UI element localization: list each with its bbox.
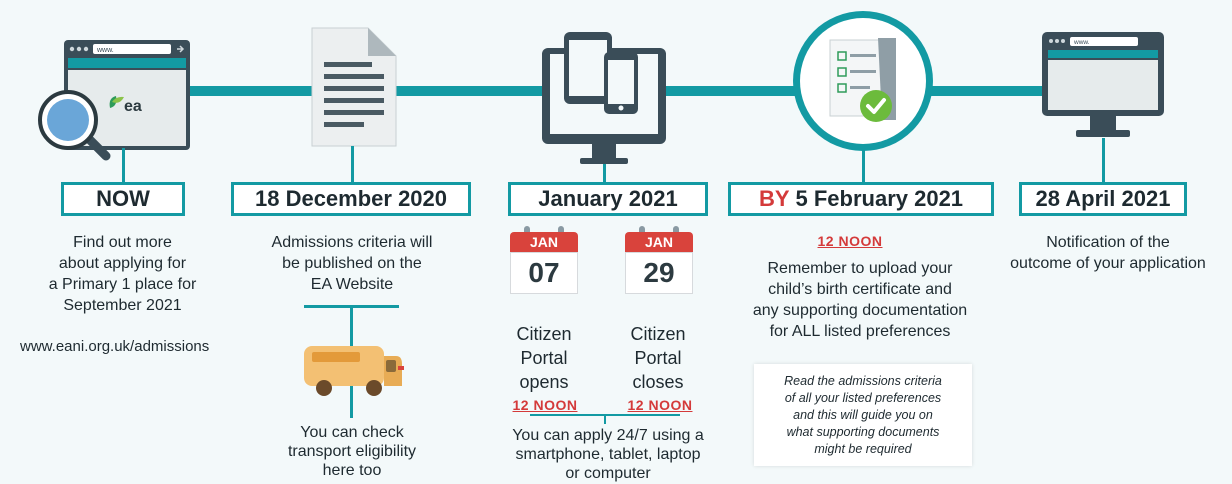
connector-now bbox=[122, 148, 125, 182]
now-text-line: September 2021 bbox=[63, 297, 182, 314]
date-box-december: 18 December 2020 bbox=[231, 182, 471, 216]
connector-february bbox=[862, 150, 865, 182]
note-line: Read the admissions criteria bbox=[784, 373, 942, 388]
december-text-line: EA Website bbox=[310, 276, 394, 293]
transport-description: You can check transport eligibility here… bbox=[262, 423, 442, 480]
note-line: might be required bbox=[814, 441, 912, 456]
school-bus-icon bbox=[304, 346, 404, 396]
ea-logo-text: ea bbox=[124, 98, 142, 115]
apply-text-line: smartphone, tablet, laptop bbox=[515, 446, 701, 463]
date-box-april: 28 April 2021 bbox=[1019, 182, 1187, 216]
connector-january bbox=[603, 164, 606, 182]
apply-text-line: You can apply 24/7 using a bbox=[512, 427, 704, 444]
portal-closes-text: Citizen Portal closes bbox=[608, 322, 708, 394]
now-text-line: about applying for bbox=[58, 255, 187, 272]
january-bracket-stem bbox=[604, 414, 606, 424]
portal-closes-line: closes bbox=[632, 372, 684, 392]
apply-text-line: or computer bbox=[565, 465, 651, 482]
date-box-february: BY 5 February 2021 bbox=[728, 182, 994, 216]
checklist-icon bbox=[793, 11, 933, 151]
april-text-line: outcome of your application bbox=[1010, 255, 1206, 272]
connector-april bbox=[1102, 138, 1105, 182]
transport-text-line: here too bbox=[322, 462, 382, 479]
date-box-now: NOW bbox=[61, 182, 185, 216]
december-text-line: be published on the bbox=[282, 255, 422, 272]
note-line: of all your listed preferences bbox=[784, 390, 942, 405]
document-icon bbox=[311, 27, 397, 147]
criteria-note-card: Read the admissions criteria of all your… bbox=[754, 364, 972, 466]
calendar-day: 29 bbox=[625, 252, 693, 294]
note-line: what supporting documents bbox=[786, 424, 940, 439]
connector-december bbox=[351, 146, 354, 182]
february-text-line: Remember to upload your bbox=[767, 260, 953, 277]
magnifier-browser-icon: www. ea bbox=[38, 40, 190, 161]
browser-bar-text: www. bbox=[96, 47, 114, 54]
date-prefix-by: BY bbox=[758, 186, 790, 211]
february-text-line: any supporting documentation bbox=[752, 302, 968, 319]
date-now: NOW bbox=[96, 186, 150, 211]
february-description: Remember to upload your child’s birth ce… bbox=[732, 258, 988, 342]
february-text-line: child’s birth certificate and bbox=[768, 281, 952, 298]
april-description: Notification of the outcome of your appl… bbox=[990, 232, 1226, 274]
noon-opens: 12 NOON bbox=[512, 397, 578, 413]
date-january: January 2021 bbox=[538, 186, 678, 211]
note-line: and this will guide you on bbox=[793, 407, 933, 422]
transport-text-line: transport eligibility bbox=[287, 443, 417, 460]
date-april: 28 April 2021 bbox=[1035, 186, 1171, 211]
devices-icon bbox=[542, 32, 666, 164]
apply-description: You can apply 24/7 using a smartphone, t… bbox=[488, 426, 728, 483]
portal-opens-line: opens bbox=[519, 372, 569, 392]
calendar-month: JAN bbox=[625, 232, 693, 252]
now-text-line: Find out more bbox=[73, 234, 172, 251]
noon-february: 12 NOON bbox=[817, 233, 883, 249]
portal-opens-line: Portal bbox=[520, 348, 568, 368]
portal-opens-line: Citizen bbox=[516, 324, 572, 344]
date-december: 18 December 2020 bbox=[254, 186, 448, 211]
portal-closes-line: Portal bbox=[634, 348, 682, 368]
april-text-line: Notification of the bbox=[1046, 234, 1170, 251]
now-description: Find out more about applying for a Prima… bbox=[30, 232, 215, 316]
calendar-jan-07: JAN 07 bbox=[510, 224, 578, 294]
portal-opens-text: Citizen Portal opens bbox=[494, 322, 594, 394]
monitor-icon: www. bbox=[1042, 32, 1164, 137]
february-text-line: for ALL listed preferences bbox=[769, 323, 951, 340]
december-description: Admissions criteria will be published on… bbox=[242, 232, 462, 295]
december-text-line: Admissions criteria will bbox=[271, 234, 433, 251]
noon-closes: 12 NOON bbox=[627, 397, 693, 413]
now-text-line: a Primary 1 place for bbox=[48, 276, 197, 293]
transport-text-line: You can check bbox=[300, 424, 404, 441]
calendar-jan-29: JAN 29 bbox=[625, 224, 693, 294]
calendar-day: 07 bbox=[510, 252, 578, 294]
date-february: 5 February 2021 bbox=[795, 186, 964, 211]
date-box-january: January 2021 bbox=[508, 182, 708, 216]
portal-closes-line: Citizen bbox=[630, 324, 686, 344]
browser-bar-text: www. bbox=[1073, 39, 1090, 46]
calendar-month: JAN bbox=[510, 232, 578, 252]
admissions-url[interactable]: www.eani.org.uk/admissions bbox=[20, 338, 210, 355]
